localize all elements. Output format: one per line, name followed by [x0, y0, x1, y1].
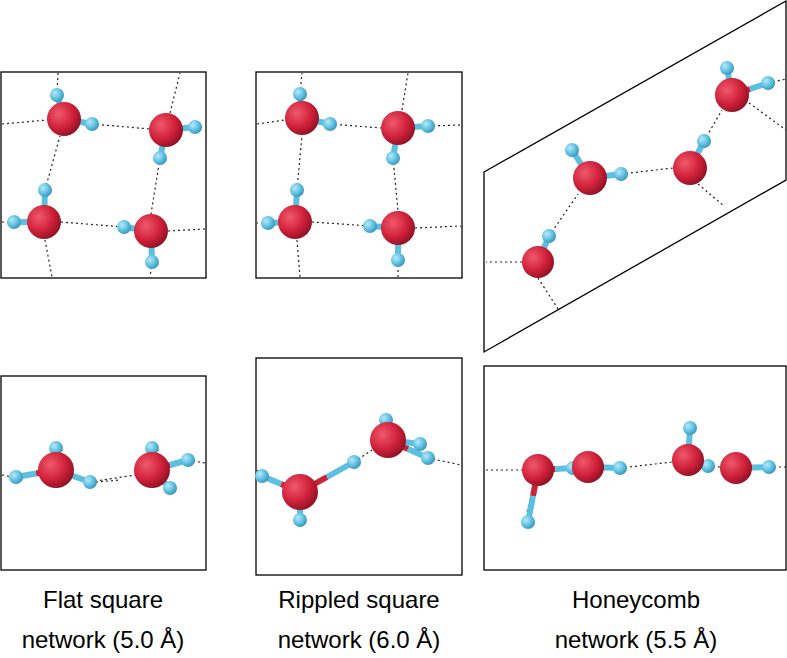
- hydrogen-atom: [255, 469, 269, 483]
- hydrogen-atom: [188, 120, 202, 134]
- oxygen-atom: [27, 205, 61, 239]
- oxygen-atom: [370, 422, 406, 458]
- oxygen-atom: [673, 151, 707, 185]
- rippled-top-panel: [256, 72, 462, 278]
- hydrogen-bond: [168, 229, 205, 231]
- hydrogen-atom: [614, 167, 628, 181]
- network-label: Rippled square network (6.0 Å): [264, 580, 454, 658]
- oxygen-atom: [381, 111, 415, 145]
- hydrogen-atom: [363, 219, 377, 233]
- hydrogen-atom: [38, 183, 52, 197]
- hydrogen-atom: [323, 117, 337, 131]
- oxygen-atom: [47, 102, 81, 136]
- oxygen-atom: [672, 444, 704, 476]
- honeycomb-side-panel: [484, 366, 786, 570]
- hydrogen-bond: [415, 226, 461, 228]
- hydrogen-bond: [61, 222, 124, 227]
- hydrogen-atom: [413, 437, 427, 451]
- hydrogen-atom: [85, 117, 99, 131]
- hydrogen-bond: [698, 184, 724, 206]
- oxygen-atom: [381, 211, 415, 245]
- hydrogen-bond: [297, 135, 302, 190]
- hydrogen-atom: [683, 421, 697, 435]
- honeycomb-top-panel: [484, 1, 786, 352]
- hydrogen-atom: [261, 216, 275, 230]
- oxygen-atom: [134, 214, 168, 248]
- hydrogen-bond: [297, 240, 300, 277]
- hydrogen-bond: [538, 278, 560, 312]
- hydrogen-atom: [145, 255, 159, 269]
- hydrogen-bond: [170, 73, 180, 113]
- hydrogen-bond: [486, 261, 527, 262]
- oxygen-atom: [720, 452, 752, 484]
- hydrogen-atom: [761, 76, 775, 90]
- hydrogen-atom: [50, 88, 64, 102]
- hydrogen-atom: [293, 513, 307, 527]
- hydrogen-bond: [393, 158, 398, 211]
- hydrogen-bond: [45, 240, 52, 277]
- oxygen-atom: [572, 451, 604, 483]
- oxygen-atom: [134, 452, 170, 488]
- oxygen-atom: [285, 101, 319, 135]
- hydrogen-bond: [96, 480, 120, 482]
- oxygen-atom: [149, 113, 183, 147]
- hydrogen-atom: [7, 215, 21, 229]
- hydrogen-bond: [151, 158, 160, 214]
- network-label: Flat square network (5.0 Å): [8, 580, 198, 658]
- hydrogen-bond: [2, 120, 47, 124]
- hydrogen-atom: [83, 475, 97, 489]
- hydrogen-atom: [163, 481, 177, 495]
- hydrogen-atom: [347, 455, 361, 469]
- hydrogen-atom: [117, 220, 131, 234]
- hydrogen-bond: [549, 194, 578, 236]
- hydrogen-bond: [312, 222, 370, 226]
- hydrogen-atom: [153, 151, 167, 165]
- oxygen-atom: [278, 205, 312, 239]
- rippled-side-panel: [256, 358, 462, 575]
- oxygen-atom: [522, 246, 554, 278]
- hydrogen-atom: [386, 151, 400, 165]
- hydrogen-atom: [421, 451, 435, 465]
- oxygen-atom: [573, 161, 607, 195]
- hydrogen-atom: [565, 143, 579, 157]
- network-label: Honeycomb network (5.5 Å): [541, 580, 731, 658]
- hydrogen-atom: [762, 460, 776, 474]
- oxygen-atom: [522, 454, 554, 486]
- hydrogen-atom: [613, 461, 627, 475]
- hydrogen-bond: [257, 120, 285, 124]
- hydrogen-atom: [421, 119, 435, 133]
- hydrogen-bond: [330, 124, 381, 128]
- hydrogen-bond: [745, 100, 786, 130]
- flat-top-panel: [1, 72, 206, 278]
- hydrogen-atom: [542, 229, 556, 243]
- hydrogen-bond: [620, 462, 672, 468]
- hydrogen-atom: [697, 134, 711, 148]
- hydrogen-bond: [402, 73, 408, 110]
- oxygen-atom: [715, 78, 749, 112]
- oxygen-atom: [282, 474, 318, 510]
- hydrogen-bond: [45, 136, 60, 190]
- oxygen-atom: [38, 452, 74, 488]
- hydrogen-atom: [391, 253, 405, 267]
- hydrogen-atom: [293, 87, 307, 101]
- hydrogen-atom: [181, 453, 195, 467]
- hydrogen-atom: [720, 61, 734, 75]
- hydrogen-bond: [486, 469, 522, 470]
- hydrogen-atom: [290, 183, 304, 197]
- hydrogen-bond: [621, 168, 673, 174]
- hydrogen-atom: [9, 470, 23, 484]
- hydrogen-atom: [521, 515, 535, 529]
- flat-side-panel: [1, 376, 206, 570]
- hydrogen-bond: [92, 124, 150, 129]
